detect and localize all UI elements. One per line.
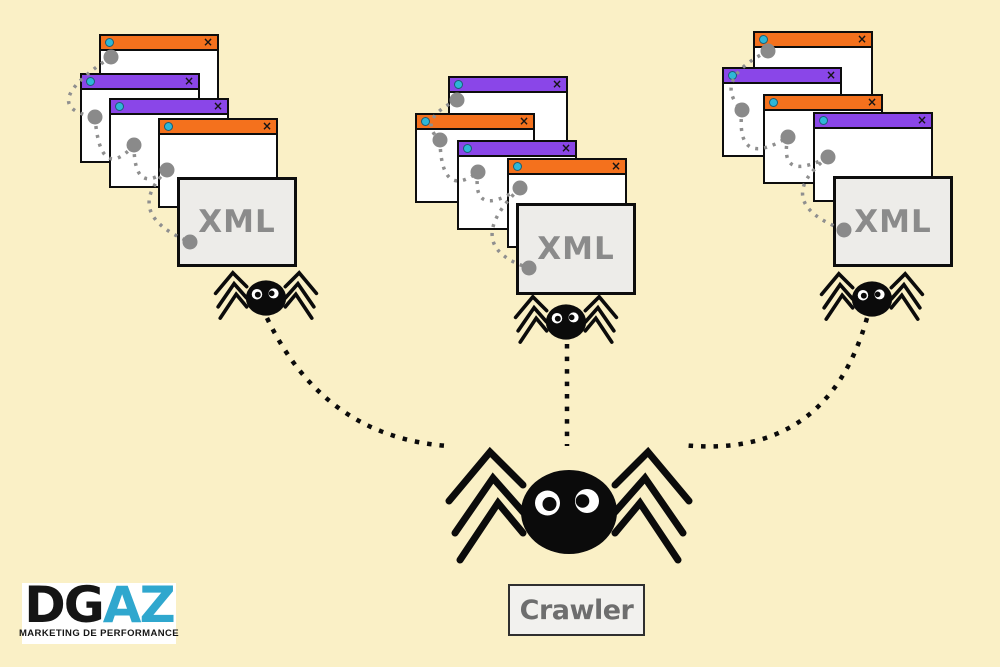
- spider-leg: [516, 304, 549, 333]
- spider-eye: [568, 312, 579, 323]
- logo-wordmark: DGAZ: [24, 580, 175, 630]
- window-dot-icon: [164, 122, 173, 131]
- spider-leg: [583, 304, 616, 333]
- window-dot-icon: [463, 144, 472, 153]
- spider-leg: [283, 291, 314, 320]
- spider-leg: [889, 271, 925, 297]
- logo-tagline: MARKETING DE PERFORMANCE: [18, 628, 180, 639]
- spider-leg: [583, 315, 614, 344]
- crawler-label-box: Crawler: [508, 584, 645, 636]
- window-titlebar: ×: [755, 33, 871, 48]
- spider-pupil: [542, 497, 557, 511]
- spider-leg: [889, 292, 920, 321]
- spider-leg: [283, 280, 316, 309]
- window-close-icon: ×: [825, 67, 836, 82]
- spider-pupil: [575, 494, 590, 508]
- crawl-thread-dotted-line: [681, 317, 870, 449]
- spider-leg: [822, 281, 855, 310]
- spider-body: [521, 470, 617, 554]
- spider-eye: [251, 288, 263, 300]
- spider-leg: [824, 292, 855, 321]
- window-titlebar: ×: [417, 115, 533, 130]
- window-close-icon: ×: [856, 31, 867, 46]
- spider-small-left: [213, 270, 319, 320]
- xml-box-left: XML: [177, 177, 297, 267]
- window-close-icon: ×: [183, 73, 194, 88]
- window-dot-icon: [454, 80, 463, 89]
- crawl-thread-dotted-line: [264, 317, 449, 449]
- spider-leg: [819, 271, 855, 297]
- window-titlebar: ×: [765, 96, 881, 111]
- xml-label: XML: [537, 231, 615, 267]
- spider-eye: [535, 490, 560, 516]
- spider-pupil: [554, 315, 561, 322]
- window-dot-icon: [115, 102, 124, 111]
- window-close-icon: ×: [560, 140, 571, 155]
- window-dot-icon: [105, 38, 114, 47]
- xml-box-middle: XML: [516, 203, 636, 295]
- window-titlebar: ×: [111, 100, 227, 115]
- window-close-icon: ×: [212, 98, 223, 113]
- spider-small-middle: [513, 294, 619, 344]
- spider-leg: [583, 294, 619, 320]
- window-titlebar: ×: [160, 120, 276, 135]
- window-dot-icon: [421, 117, 430, 126]
- window-close-icon: ×: [202, 34, 213, 49]
- spider-eye: [874, 289, 885, 300]
- window-titlebar: ×: [459, 142, 575, 157]
- window-close-icon: ×: [610, 158, 621, 173]
- window-close-icon: ×: [866, 94, 877, 109]
- spider-leg: [518, 315, 549, 344]
- spider-small-right: [819, 271, 925, 321]
- spider-pupil: [860, 292, 867, 299]
- logo-dg-text: DG: [24, 576, 105, 634]
- window-dot-icon: [728, 71, 737, 80]
- window-titlebar: ×: [101, 36, 217, 51]
- spider-leg: [451, 472, 527, 537]
- spider-body: [245, 280, 287, 316]
- window-dot-icon: [759, 35, 768, 44]
- window-dot-icon: [86, 77, 95, 86]
- dgaz-logo: DGAZ MARKETING DE PERFORMANCE: [18, 580, 180, 644]
- window-dot-icon: [513, 162, 522, 171]
- spider-eye: [551, 312, 563, 324]
- spider-pupil: [268, 290, 275, 297]
- spider-leg: [218, 291, 249, 320]
- xml-box-right: XML: [833, 176, 953, 267]
- spider-pupil: [874, 291, 881, 298]
- window-close-icon: ×: [551, 76, 562, 91]
- window-dot-icon: [819, 116, 828, 125]
- window-dot-icon: [769, 98, 778, 107]
- xml-label: XML: [198, 204, 276, 240]
- spider-eye: [857, 289, 869, 301]
- spider-leg: [445, 446, 527, 505]
- spider-leg: [889, 281, 922, 310]
- spider-body: [851, 281, 893, 317]
- crawler-label: Crawler: [519, 594, 634, 626]
- logo-az-text: AZ: [102, 576, 176, 634]
- spider-pupil: [568, 314, 575, 321]
- window-close-icon: ×: [916, 112, 927, 127]
- spider-leg: [513, 294, 549, 320]
- spider-eye: [575, 489, 599, 513]
- window-titlebar: ×: [82, 75, 198, 90]
- spider-leg: [611, 497, 682, 564]
- spider-leg: [611, 446, 693, 505]
- xml-label: XML: [854, 203, 932, 240]
- window-titlebar: ×: [815, 114, 931, 129]
- window-titlebar: ×: [450, 78, 566, 93]
- spider-leg: [456, 497, 527, 564]
- spider-eye: [268, 288, 279, 299]
- window-titlebar: ×: [724, 69, 840, 84]
- spider-leg: [611, 472, 687, 537]
- spider-leg: [216, 280, 249, 309]
- window-close-icon: ×: [518, 113, 529, 128]
- spider-leg: [283, 270, 319, 296]
- window-close-icon: ×: [261, 118, 272, 133]
- spider-pupil: [254, 291, 261, 298]
- window-titlebar: ×: [509, 160, 625, 175]
- spider-body: [545, 304, 587, 340]
- spider-leg: [213, 270, 249, 296]
- spider-crawler: [445, 446, 693, 564]
